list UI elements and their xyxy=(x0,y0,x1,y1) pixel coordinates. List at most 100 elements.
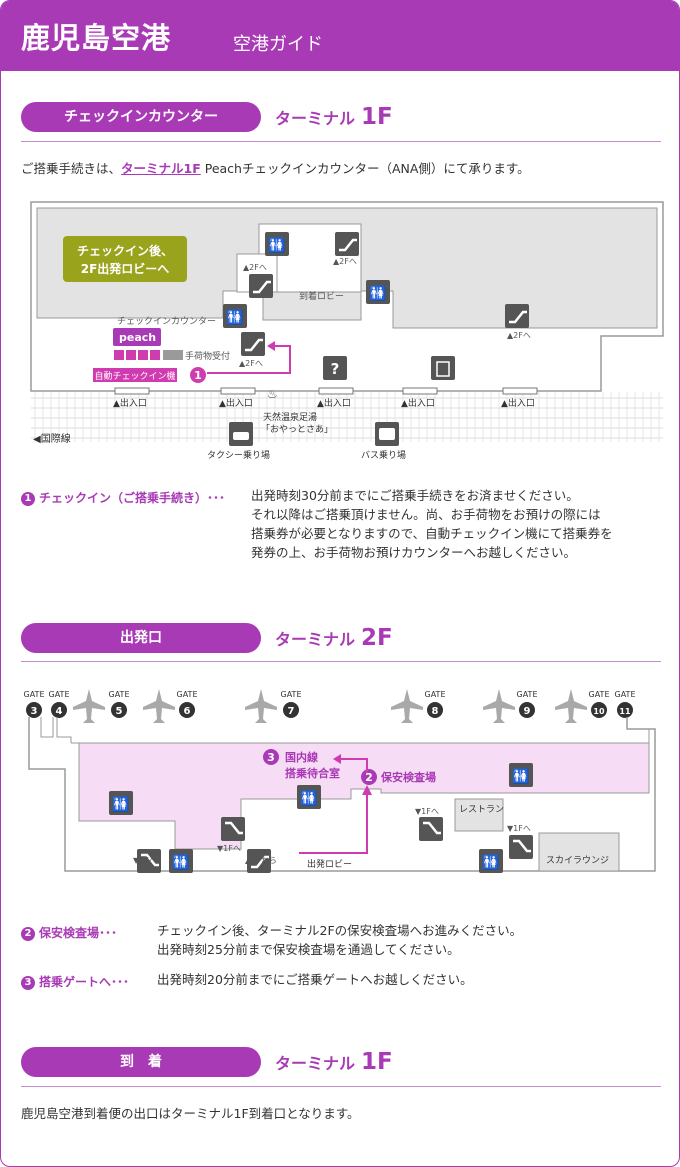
intro-text-rest: Peachチェックインカウンター（ANA側）にて承ります。 xyxy=(200,161,530,176)
checkin-counter-label: チェックインカウンター xyxy=(117,316,216,327)
step1-number: 1 xyxy=(194,369,202,382)
step1-marker xyxy=(190,367,206,383)
note3-number: 3 xyxy=(21,976,35,990)
peach-counter[interactable] xyxy=(113,328,161,346)
terminal-1f-map: チェックイン後、 2F出発ロビーへ チェックインカウンター peach 手荷物受… xyxy=(30,201,664,461)
note1-line: それ以降はご搭乗頂けません。尚、お手荷物をお預けの際には xyxy=(251,507,601,522)
section-departure-pill: 出発口 xyxy=(21,623,261,653)
terminal-label: ターミナル xyxy=(275,1054,356,1073)
to1f-label: ▼1Fへ xyxy=(507,824,531,833)
exit-label: ▲出入口 xyxy=(401,397,435,409)
gate-marker[interactable] xyxy=(111,702,127,718)
route-line xyxy=(299,793,368,854)
note-checkin-body: 出発時刻30分前までにご搭乗手続きをお済ませください。 それ以降はご搭乗頂けませ… xyxy=(251,486,613,562)
to2f-label: ▲2Fへ xyxy=(333,257,357,266)
gate-marker[interactable] xyxy=(591,702,607,718)
departure-lobby-label: 出発ロビー xyxy=(307,858,352,870)
gate-word: GATE xyxy=(109,690,130,699)
section-divider xyxy=(21,141,661,142)
gate-number: 11 xyxy=(619,707,631,716)
gate-marker[interactable] xyxy=(283,702,299,718)
to1f-label: ▼1Fへ xyxy=(217,844,241,853)
exit-doors xyxy=(114,387,538,395)
note1-line: 出発時刻30分前までにご搭乗手続きをお済ませください。 xyxy=(251,488,579,503)
gate-marker[interactable] xyxy=(179,702,195,718)
airplane-icon xyxy=(391,689,423,723)
airplane-icon xyxy=(73,689,105,723)
note3-line: 出発時刻20分前までにご搭乗ゲートへお越しください。 xyxy=(157,972,473,987)
onsen-label: 天然温泉足湯 xyxy=(263,411,317,423)
international-label: ◀国際線 xyxy=(33,432,71,445)
to2f-label: ▲2Fへ xyxy=(243,263,267,272)
page-title: 鹿児島空港 xyxy=(21,21,172,55)
elevator-icon xyxy=(431,356,455,380)
walkway-hatch xyxy=(34,392,660,442)
kiosk-4 xyxy=(150,350,160,360)
gate-marker[interactable] xyxy=(26,702,42,718)
route-arrowhead xyxy=(267,341,275,351)
exit-label: ▲出入口 xyxy=(219,397,253,409)
info-glyph: ? xyxy=(331,360,340,378)
route-arrowhead xyxy=(333,754,341,764)
escalator-icon xyxy=(249,274,273,298)
step3-marker xyxy=(263,749,279,765)
escalator-icon xyxy=(241,332,265,356)
note2-title: 保安検査場･･･ xyxy=(39,926,118,940)
restaurant-area xyxy=(454,798,504,832)
baggage-label: 手荷物受付 xyxy=(185,350,230,362)
gate-word: GATE xyxy=(517,690,538,699)
gate-row: GATE3GATE4GATE5GATE6GATE7GATE8GATE9GATE1… xyxy=(24,689,636,723)
restroom-icon: 🚻 xyxy=(169,849,193,873)
gate-number: 4 xyxy=(56,706,63,717)
svg-text:🚻: 🚻 xyxy=(226,309,243,326)
gate-word: GATE xyxy=(177,690,198,699)
restroom-icon: 🚻 xyxy=(265,232,289,256)
gate-number: 7 xyxy=(288,706,295,717)
kiosk-1 xyxy=(114,350,124,360)
restroom-icon: 🚻 xyxy=(109,791,133,815)
note2-number: 2 xyxy=(21,927,35,941)
terminal-label: ターミナル xyxy=(275,109,356,128)
terminal-2f-map: GATE3GATE4GATE5GATE6GATE7GATE8GATE9GATE1… xyxy=(24,689,656,873)
escalator-icon xyxy=(335,232,359,256)
kiosk-2 xyxy=(126,350,136,360)
terminal-floor: 1F xyxy=(361,1049,393,1075)
note-security-title: 2 保安検査場･･･ xyxy=(21,924,117,941)
section-arrival-pill: 到 着 xyxy=(21,1047,261,1077)
section-divider xyxy=(21,661,661,662)
peach-logo-text: peach xyxy=(119,331,156,344)
note2-line: チェックイン後、ターミナル2Fの保安検査場へお進みください。 xyxy=(157,923,523,938)
gate-word: GATE xyxy=(281,690,302,699)
note2-line: 出発時刻25分前まで保安検査場を通過してください。 xyxy=(157,942,460,957)
restroom-icon: 🚻 xyxy=(479,849,503,873)
gate-number: 5 xyxy=(116,706,123,717)
kiosk-label: 自動チェックイン機 xyxy=(94,370,175,382)
arrival-lobby-label: 到着ロビー xyxy=(299,290,344,302)
jetway-outline xyxy=(40,717,650,744)
restroom-icon: 🚻 xyxy=(297,785,321,809)
gate-word: GATE xyxy=(589,690,610,699)
gate-marker[interactable] xyxy=(427,702,443,718)
gate-word: GATE xyxy=(425,690,446,699)
baggage-counter xyxy=(163,350,183,360)
restroom-icon: 🚻 xyxy=(509,763,533,787)
hot-spring-icon: ♨ xyxy=(267,387,278,401)
kiosk-3 xyxy=(138,350,148,360)
section-arrival-terminal: ターミナル 1F xyxy=(275,1049,393,1075)
terminal-1f-link[interactable]: ターミナル1F xyxy=(121,161,201,176)
domestic-label: 国内線 xyxy=(285,750,318,764)
gate-marker[interactable] xyxy=(617,702,633,718)
from1f-label: ▲1Fから xyxy=(245,856,277,865)
gate-number: 6 xyxy=(184,706,191,717)
gate-word: GATE xyxy=(49,690,70,699)
gate-marker[interactable] xyxy=(51,702,67,718)
gate-marker[interactable] xyxy=(519,702,535,718)
bubble-line2: 2F出発ロビーへ xyxy=(81,261,170,276)
route-line xyxy=(339,758,368,773)
note-gate-body: 出発時刻20分前までにご搭乗ゲートへお越しください。 xyxy=(157,970,473,989)
sky-lounge-area xyxy=(538,832,620,872)
gate-number: 3 xyxy=(31,706,38,717)
